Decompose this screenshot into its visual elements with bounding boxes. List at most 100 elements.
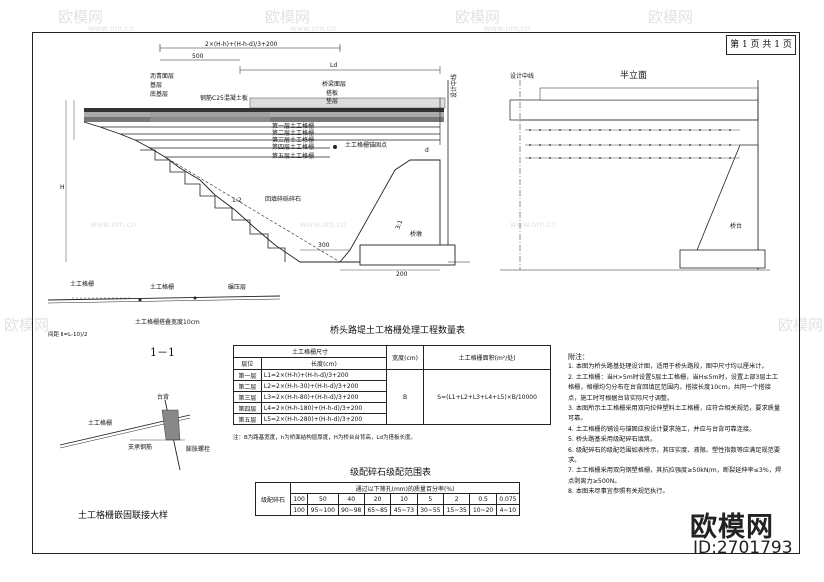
concrete-slab-label: 钢筋C25混凝土板 xyxy=(200,95,248,102)
overlap-geogrid-label-2: 土工格栅 xyxy=(150,284,175,291)
pavement-layer-2: 基层 xyxy=(150,82,163,89)
range-cell: 95~100 xyxy=(307,504,339,516)
sieve-cell: 0.5 xyxy=(469,493,497,505)
note-item: 6. 级配碎石的级配范围如表所示，其压实度、液限、塑性指数等应满足规范要求。 xyxy=(568,446,781,465)
note-item: 4. 土工格栅的铺设与锚固应按设计要求施工，并应与台背可靠连接。 xyxy=(568,425,756,433)
gradation-table: 级配碎石 通过以下筛孔(mm)的质量百分率(%) 100 50 40 20 10… xyxy=(255,482,521,516)
table-row: 第三层 xyxy=(233,391,262,403)
brand-id: ID:2701793 xyxy=(693,538,793,558)
notes-block: 附注： 1. 本图为桥头路基处理设计图，适用于桥头路段，图中尺寸均以厘米计。 2… xyxy=(568,352,782,498)
range-cell: 65~85 xyxy=(363,504,392,516)
elevation-title: 半立面 xyxy=(620,71,648,81)
abutment-label: 桥墩 xyxy=(410,231,423,238)
sieve-cell: 40 xyxy=(337,493,365,505)
geogrid-layer-1: 第一层土工格栅 xyxy=(272,123,315,130)
table-row: 第五层 xyxy=(233,413,262,425)
sieve-cell: 100 xyxy=(289,493,309,505)
gradation-row-label: 级配碎石 xyxy=(255,482,291,516)
slab-layer-1: 桥梁面层 xyxy=(322,81,347,88)
slope-1-2: 1:2 xyxy=(232,197,242,204)
note-item: 5. 桥头路基采用级配碎石填筑。 xyxy=(568,436,657,444)
range-cell: 10~20 xyxy=(469,504,497,516)
sieve-cell: 50 xyxy=(307,493,339,505)
note-item: 8. 本图未尽事宜参照有关规范执行。 xyxy=(568,488,669,496)
table-row: 第二层 xyxy=(233,380,262,392)
watermark-logo: 欧模网 xyxy=(58,8,104,26)
watermark-logo: 欧模网 xyxy=(265,8,311,26)
quantity-table-title: 桥头路堤土工格栅处理工程数量表 xyxy=(330,326,466,336)
quantity-table-note: 注：B为路基宽度，h为桥面结构层厚度，H为桥台台背高，Ld为搭板长度。 xyxy=(233,435,416,441)
watermark-logo: 欧模网 xyxy=(455,8,501,26)
gradation-header: 通过以下筛孔(mm)的质量百分率(%) xyxy=(290,482,520,494)
drawing-frame xyxy=(32,32,800,554)
fill-label: 回填碎砾碎石 xyxy=(265,196,302,203)
elevation-design-line: 设计中线 xyxy=(510,73,535,80)
range-cell: 45~73 xyxy=(390,504,418,516)
geogrid-layer-3: 第三层土工格栅 xyxy=(272,137,315,144)
range-cell: 100 xyxy=(289,504,309,516)
col-layer-header: 层位 xyxy=(233,357,262,370)
dim-300: 300 xyxy=(318,242,330,249)
geogrid-layer-2: 第二层土工格栅 xyxy=(272,130,315,137)
quantity-table: 土工格栅尺寸 宽度(cm) 土工格栅面积(m²/处) 层位 长度(cm) 第一层… xyxy=(233,345,551,425)
detail-label-4: 膨胀螺栓 xyxy=(186,446,211,453)
area-formula-cell: S=(L1+L2+L3+L4+L5)×B/10000 xyxy=(423,369,551,425)
sieve-cell: 10 xyxy=(390,493,418,505)
width-cell: B xyxy=(385,369,425,425)
notes-title: 附注： xyxy=(568,353,589,361)
slab-layer-2: 搭板 xyxy=(326,90,339,97)
watermark-logo: 欧模网 xyxy=(4,316,50,334)
gradation-table-title: 级配碎石级配范围表 xyxy=(350,468,432,478)
table-row: L3=2×(H-h-80)+(H-h-d)/3+200 xyxy=(260,391,387,403)
dim-d: d xyxy=(425,147,429,154)
note-item: 1. 本图为桥头路基处理设计图，适用于桥头路段，图中尺寸均以厘米计。 xyxy=(568,363,768,371)
col-area-header: 土工格栅面积(m²/处) xyxy=(423,345,551,370)
brand-logo-text: 欧模网 xyxy=(690,512,774,543)
design-line-label: 设计中线 xyxy=(451,73,458,98)
sieve-cell: 5 xyxy=(416,493,445,505)
sieve-cell: 2 xyxy=(443,493,471,505)
sieve-cell: 0.075 xyxy=(495,493,521,505)
note-item: 3. 本图所示土工格栅采用双向拉伸塑料土工格栅，应符合相关规范，要求质量可靠。 xyxy=(568,405,781,423)
detail-label-3: 支承钢筋 xyxy=(128,444,153,451)
overlap-note: 土工格栅搭叠宽度10cm xyxy=(135,319,200,326)
top-dimension-formula: 2×(H-h)+(H-h-d)/3+200 xyxy=(205,41,278,48)
watermark-logo: 欧模网 xyxy=(648,8,694,26)
table-row: L5=2×(H-h-280)+(H-h-d)/3+200 xyxy=(260,413,387,425)
elevation-abutment-label: 桥台 xyxy=(730,223,743,230)
anchor-point-label: 土工格栅锚固点 xyxy=(345,142,388,149)
table-row: 第一层 xyxy=(233,369,262,381)
range-cell: 15~35 xyxy=(443,504,471,516)
sieve-cell: 20 xyxy=(363,493,392,505)
page-label: 第 1 页 共 1 页 xyxy=(726,35,796,55)
dim-200: 200 xyxy=(396,271,408,278)
watermark-url: www.om.cn xyxy=(300,220,347,229)
note-item: 2. 土工格栅：当H>5m时设置5层土工格栅，当H≤5m时，设置上部3层土工格栅… xyxy=(568,373,779,402)
table-row: 第四层 xyxy=(233,402,262,414)
dim-h: H xyxy=(60,184,65,191)
note-item: 7. 土工格栅采用双向钢塑格栅，其抗拉强度≥50kN/m，断裂延伸率≤3%，焊点… xyxy=(568,467,782,485)
watermark-url: www.om.cn xyxy=(290,24,337,33)
anchor-detail-title: 土工格栅嵌固联接大样 xyxy=(78,511,169,521)
overlap-compaction-label: 碾压层 xyxy=(228,284,247,291)
watermark-logo: 欧模网 xyxy=(778,316,824,334)
col-width-header: 宽度(cm) xyxy=(385,345,425,370)
watermark-url: www.om.cn xyxy=(510,220,557,229)
range-cell: 4~10 xyxy=(495,504,521,516)
watermark-url: www.om.cn xyxy=(90,220,137,229)
detail-label-1: 台背 xyxy=(157,394,170,401)
col-size-header: 土工格栅尺寸 xyxy=(233,345,387,358)
dim-500: 500 xyxy=(192,53,204,60)
col-length-header: 长度(cm) xyxy=(260,357,387,370)
table-row: L4=2×(H-h-180)+(H-h-d)/3+200 xyxy=(260,402,387,414)
geogrid-layer-4: 第四层土工格栅 xyxy=(272,144,315,151)
range-cell: 30~55 xyxy=(416,504,445,516)
detail-label-2: 土工格栅 xyxy=(88,420,113,427)
watermark-url: www.om.cn xyxy=(484,24,531,33)
overlap-geogrid-label: 土工格栅 xyxy=(70,281,95,288)
geogrid-layer-5: 第五层土工格栅 xyxy=(272,153,315,160)
section-title: 1－1 xyxy=(150,346,175,359)
pavement-layer-1: 沥青面层 xyxy=(150,73,175,80)
table-row: L1=2×(H-h)+(H-h-d)/3+200 xyxy=(260,369,387,381)
